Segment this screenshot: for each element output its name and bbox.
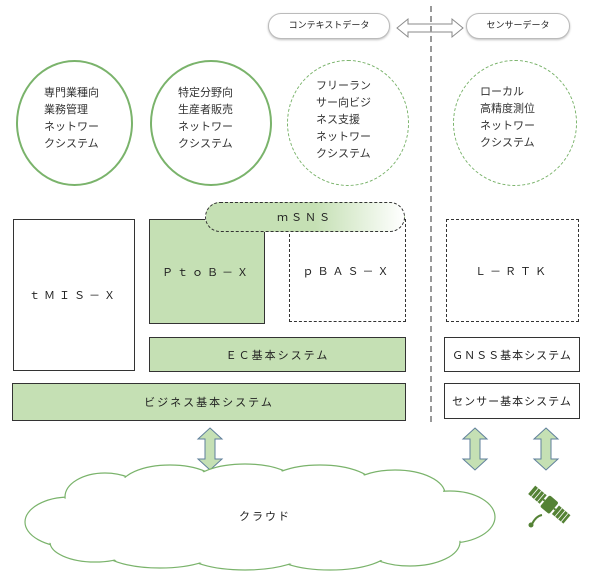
msns-label: ｍＳＮＳ (277, 211, 333, 224)
sensor-base-system-label: センサー基本システム (452, 395, 572, 408)
context-data-label: コンテキストデータ (268, 13, 390, 39)
circle-line: フリーラン (316, 79, 371, 92)
business-base-system-label: ビジネス基本システム (144, 396, 274, 409)
circle-line: 生産者販売 (178, 103, 233, 116)
gnss-base-system-label: ＧＮＳＳ基本システム (452, 348, 572, 362)
tmis-x-label: ｔＭＩＳ－Ｘ (29, 289, 119, 302)
cloud-label: クラウド (239, 510, 291, 523)
ecosystem-circle-positioning: ローカル 高精度測位 ネットワー クシステム (453, 60, 577, 186)
tmis-x-block: ｔＭＩＳ－Ｘ (13, 219, 135, 371)
circle-line: サー向ビジ (316, 96, 371, 109)
ptob-x-block: ＰｔｏＢ－Ｘ (149, 219, 265, 324)
ecosystem-circle-freelancer: フリーラン サー向ビジ ネス支援 ネットワー クシステム (287, 60, 409, 186)
satellite-icon (528, 485, 571, 528)
sensor-data-label: センサーデータ (466, 13, 570, 39)
circle-line: クシステム (44, 137, 99, 150)
circle-line: ネットワー (44, 120, 99, 133)
ec-base-system-block: ＥＣ基本システム (149, 337, 406, 372)
ptob-x-label: ＰｔｏＢ－Ｘ (162, 265, 252, 279)
cloud-shape (24, 463, 496, 571)
ecosystem-circle-producer: 特定分野向 生産者販売 ネットワー クシステム (150, 60, 272, 186)
l-rtk-block: Ｌ－ＲＴＫ (446, 219, 579, 322)
circle-line: 特定分野向 (178, 86, 233, 99)
circle-line: クシステム (178, 137, 233, 150)
circle-line: ネットワー (316, 130, 371, 143)
pbas-x-label: ｐＢＡＳ－Ｘ (302, 264, 393, 278)
l-rtk-label: Ｌ－ＲＴＫ (475, 264, 550, 278)
satellite-link-arrow-icon (532, 427, 560, 471)
gnss-base-system-block: ＧＮＳＳ基本システム (444, 337, 580, 372)
ecosystem-circle-specialized: 専門業種向 業務管理 ネットワー クシステム (16, 60, 133, 186)
section-divider (430, 6, 432, 422)
circle-line: ネットワー (178, 120, 233, 133)
circle-line: 業務管理 (44, 103, 88, 116)
ec-base-system-label: ＥＣ基本システム (225, 348, 330, 362)
circle-line: クシステム (480, 136, 535, 149)
circle-line: ネットワー (480, 119, 535, 132)
sensor-base-system-block: センサー基本システム (444, 383, 580, 419)
circle-line: クシステム (316, 147, 371, 160)
sensor-cloud-arrow-icon (461, 427, 489, 471)
circle-line: ネス支援 (316, 113, 360, 126)
business-base-system-block: ビジネス基本システム (12, 383, 406, 421)
circle-line: 専門業種向 (44, 86, 99, 99)
circle-line: 高精度測位 (480, 102, 535, 115)
pbas-x-block: ｐＢＡＳ－Ｘ (289, 219, 406, 322)
circle-line: ローカル (480, 85, 524, 98)
msns-block: ｍＳＮＳ (205, 202, 405, 232)
